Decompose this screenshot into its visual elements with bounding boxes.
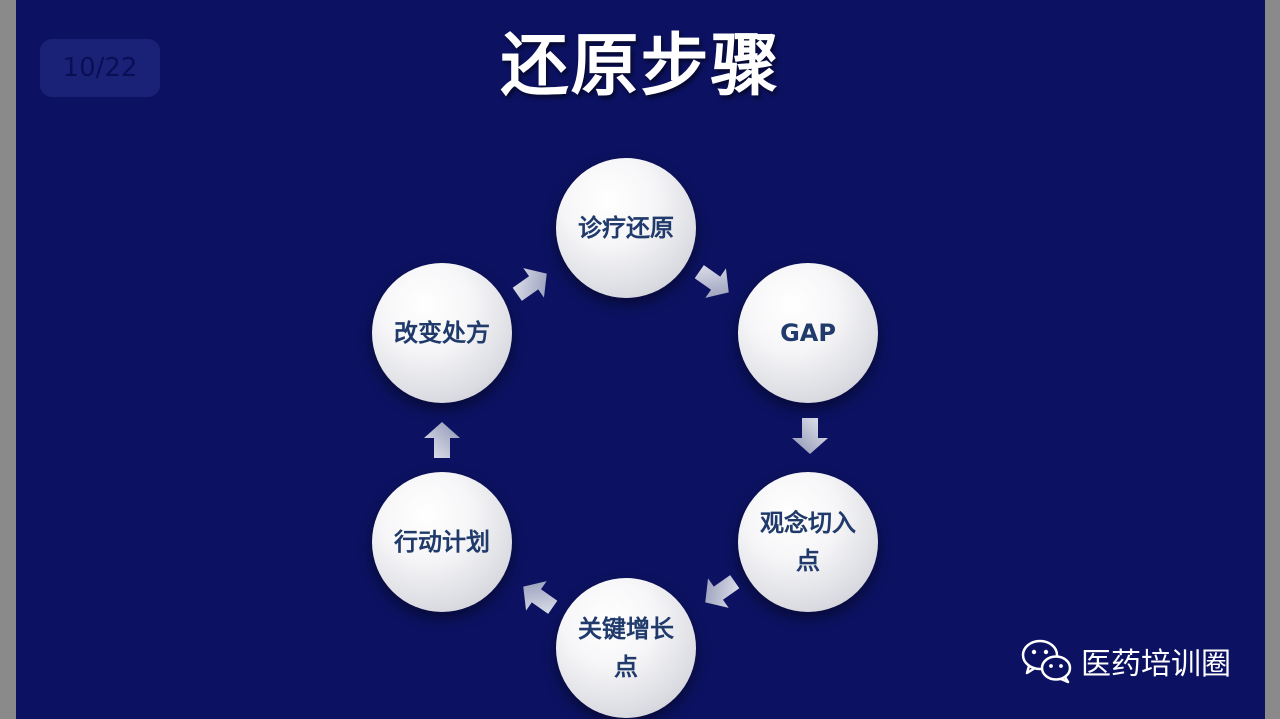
watermark: 医药培训圈 — [1021, 636, 1231, 686]
cycle-node-label: 改变处方 — [394, 319, 490, 347]
cycle-node-label: 观念切入点 — [760, 509, 856, 575]
watermark-text: 医药培训圈 — [1081, 647, 1231, 682]
arrow-icon — [792, 418, 828, 454]
arrow-icon — [694, 265, 729, 298]
arrow-icon — [705, 575, 740, 608]
cycle-node-label: GAP — [780, 319, 836, 347]
cycle-node-gap: GAP — [738, 263, 878, 403]
cycle-node-label: 关键增长点 — [578, 615, 674, 681]
page-counter: 10/22 — [40, 39, 160, 97]
cycle-node-action: 行动计划 — [372, 472, 512, 612]
cycle-node-prescription: 改变处方 — [372, 263, 512, 403]
arrow-icon — [523, 581, 558, 614]
slide-title: 还原步骤 — [500, 27, 781, 106]
wechat-icon — [1021, 639, 1072, 684]
arrow-icon — [424, 422, 460, 458]
cycle-node-label: 诊疗还原 — [578, 214, 674, 242]
cycle-node-concept: 观念切入点 — [738, 472, 878, 612]
cycle-node-label: 行动计划 — [394, 528, 490, 556]
cycle-node-diagnosis: 诊疗还原 — [556, 158, 696, 298]
arrow-icon — [512, 268, 547, 301]
cycle-node-growth: 关键增长点 — [556, 578, 696, 718]
slide-frame: 10/22 还原步骤 诊疗还原 GAP 观念切入点 关键增长点 行动计划 改变处… — [16, 0, 1265, 719]
